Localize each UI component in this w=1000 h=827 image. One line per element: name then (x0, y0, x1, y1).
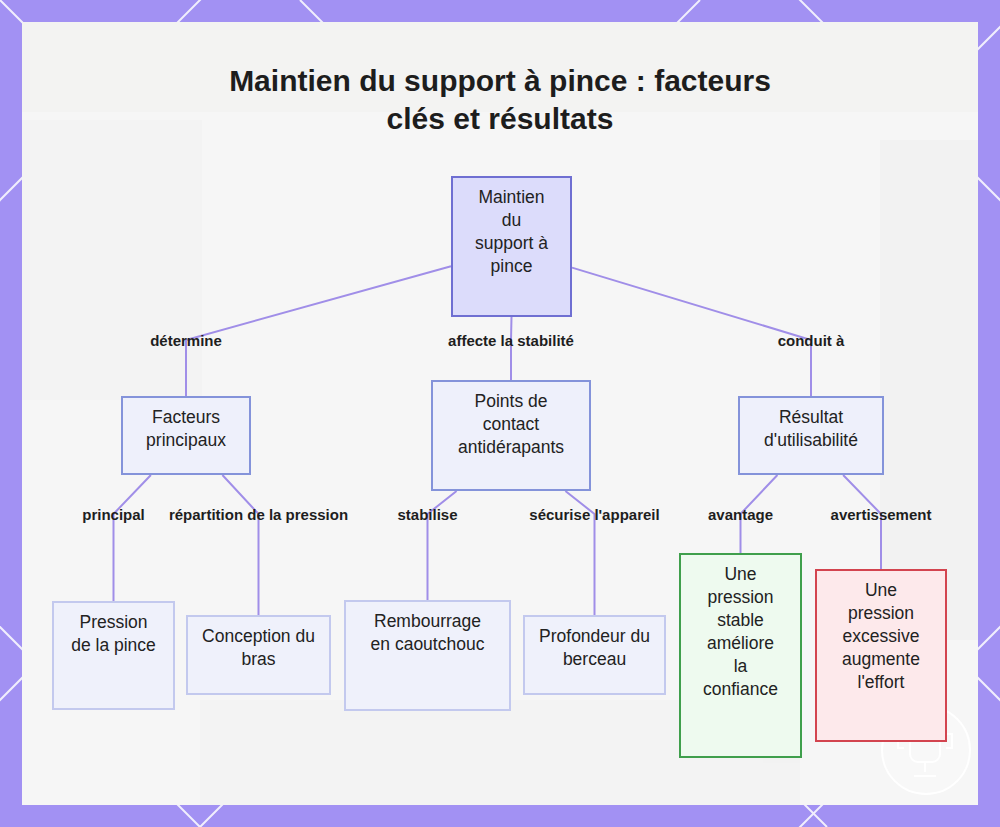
connector-line (186, 266, 451, 396)
connector-line (510, 317, 513, 380)
good-box: Une pression stable améliore la confianc… (679, 553, 802, 758)
edge-label: détermine (150, 332, 222, 349)
leaf-box: Conception du bras (186, 615, 331, 695)
node-text: Maintien du support à pince (471, 186, 552, 278)
edge-label: répartition de la pression (169, 506, 348, 523)
mid-box: Facteurs principaux (121, 396, 251, 475)
node-text: Points de contact antidérapants (447, 390, 575, 459)
node-text: Conception du bras (202, 625, 315, 671)
node-text: Facteurs principaux (135, 406, 237, 452)
node-text: Une pression excessive augmente l'effort (831, 579, 931, 694)
node-text: Rembourrage en caoutchouc (368, 610, 487, 656)
edge-label: sécurise l'appareil (529, 506, 659, 523)
edge-label: avantage (708, 506, 773, 523)
edge-label: conduit à (778, 332, 845, 349)
mid-box: Résultat d'utilisabilité (738, 396, 884, 475)
edge-label: affecte la stabilité (448, 332, 574, 349)
panel-veil (22, 22, 978, 805)
diagram-title: Maintien du support à pince : facteurs c… (200, 62, 800, 138)
bad-box: Une pression excessive augmente l'effort (815, 569, 947, 742)
node-text: Une pression stable améliore la confianc… (699, 563, 782, 701)
leaf-box: Profondeur du berceau (523, 615, 666, 695)
node-text: Résultat d'utilisabilité (754, 406, 868, 452)
root-box: Maintien du support à pince (451, 176, 572, 317)
edge-label: stabilise (397, 506, 457, 523)
edge-label: principal (82, 506, 145, 523)
leaf-box: Pression de la pince (52, 601, 175, 710)
connector-line (114, 475, 151, 601)
node-text: Profondeur du berceau (539, 625, 650, 671)
panel (22, 22, 978, 805)
edge-label: avertissement (831, 506, 932, 523)
leaf-box: Rembourrage en caoutchouc (344, 600, 511, 711)
connector-line (572, 268, 811, 396)
connector-line (222, 475, 258, 615)
node-text: Pression de la pince (68, 611, 159, 657)
mid-box: Points de contact antidérapants (431, 380, 591, 491)
blurred-photo (22, 22, 978, 805)
